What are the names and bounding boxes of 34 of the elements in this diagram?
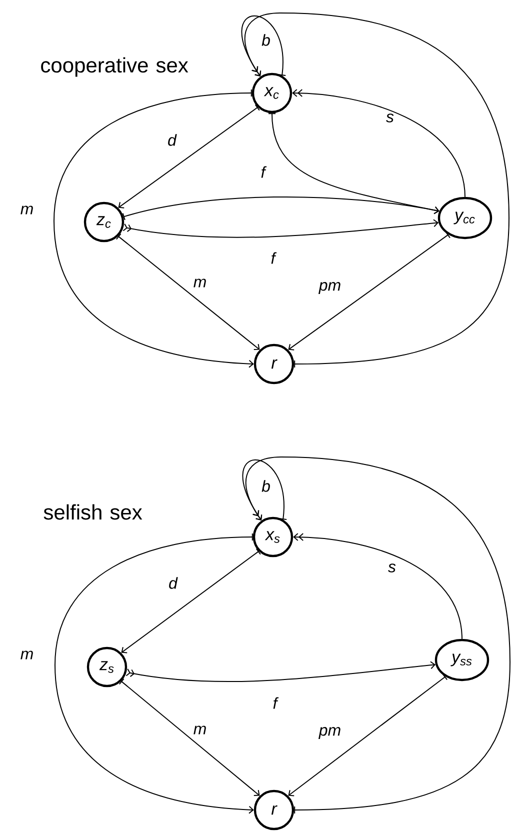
edge-label: b [262, 34, 270, 46]
arrow [288, 232, 450, 350]
arrow [116, 233, 260, 350]
edge-label: s [388, 564, 396, 572]
arrow [54, 533, 254, 814]
arrow [288, 674, 448, 796]
arrow [244, 12, 510, 368]
loop-arrow [242, 459, 288, 521]
edge-label: s [386, 114, 394, 122]
edge-label: pm [318, 727, 340, 739]
panel-title: selfish sex [44, 504, 142, 520]
arrow [118, 104, 260, 208]
edge-label: d [168, 134, 177, 146]
edge-label: pm [318, 282, 340, 294]
arrow [118, 678, 260, 796]
arrow [293, 533, 462, 640]
arrow [292, 89, 466, 198]
edge-label: m [20, 650, 33, 660]
arrow [126, 661, 436, 682]
edge-label: b [262, 480, 270, 492]
edge-label: f [271, 252, 277, 264]
loop-arrow [241, 15, 286, 77]
panel-title: cooperative sex [41, 57, 188, 77]
edge-label: f [273, 697, 279, 709]
edge-label: m [20, 206, 33, 214]
arrow [121, 548, 261, 654]
arrow [245, 456, 510, 814]
edge-label: m [194, 726, 206, 734]
arrow [54, 89, 254, 368]
edge-label: d [169, 577, 178, 589]
arrow [268, 113, 440, 214]
edge-label: m [194, 278, 206, 288]
edge-label: f [261, 166, 267, 178]
arrow [122, 219, 439, 238]
